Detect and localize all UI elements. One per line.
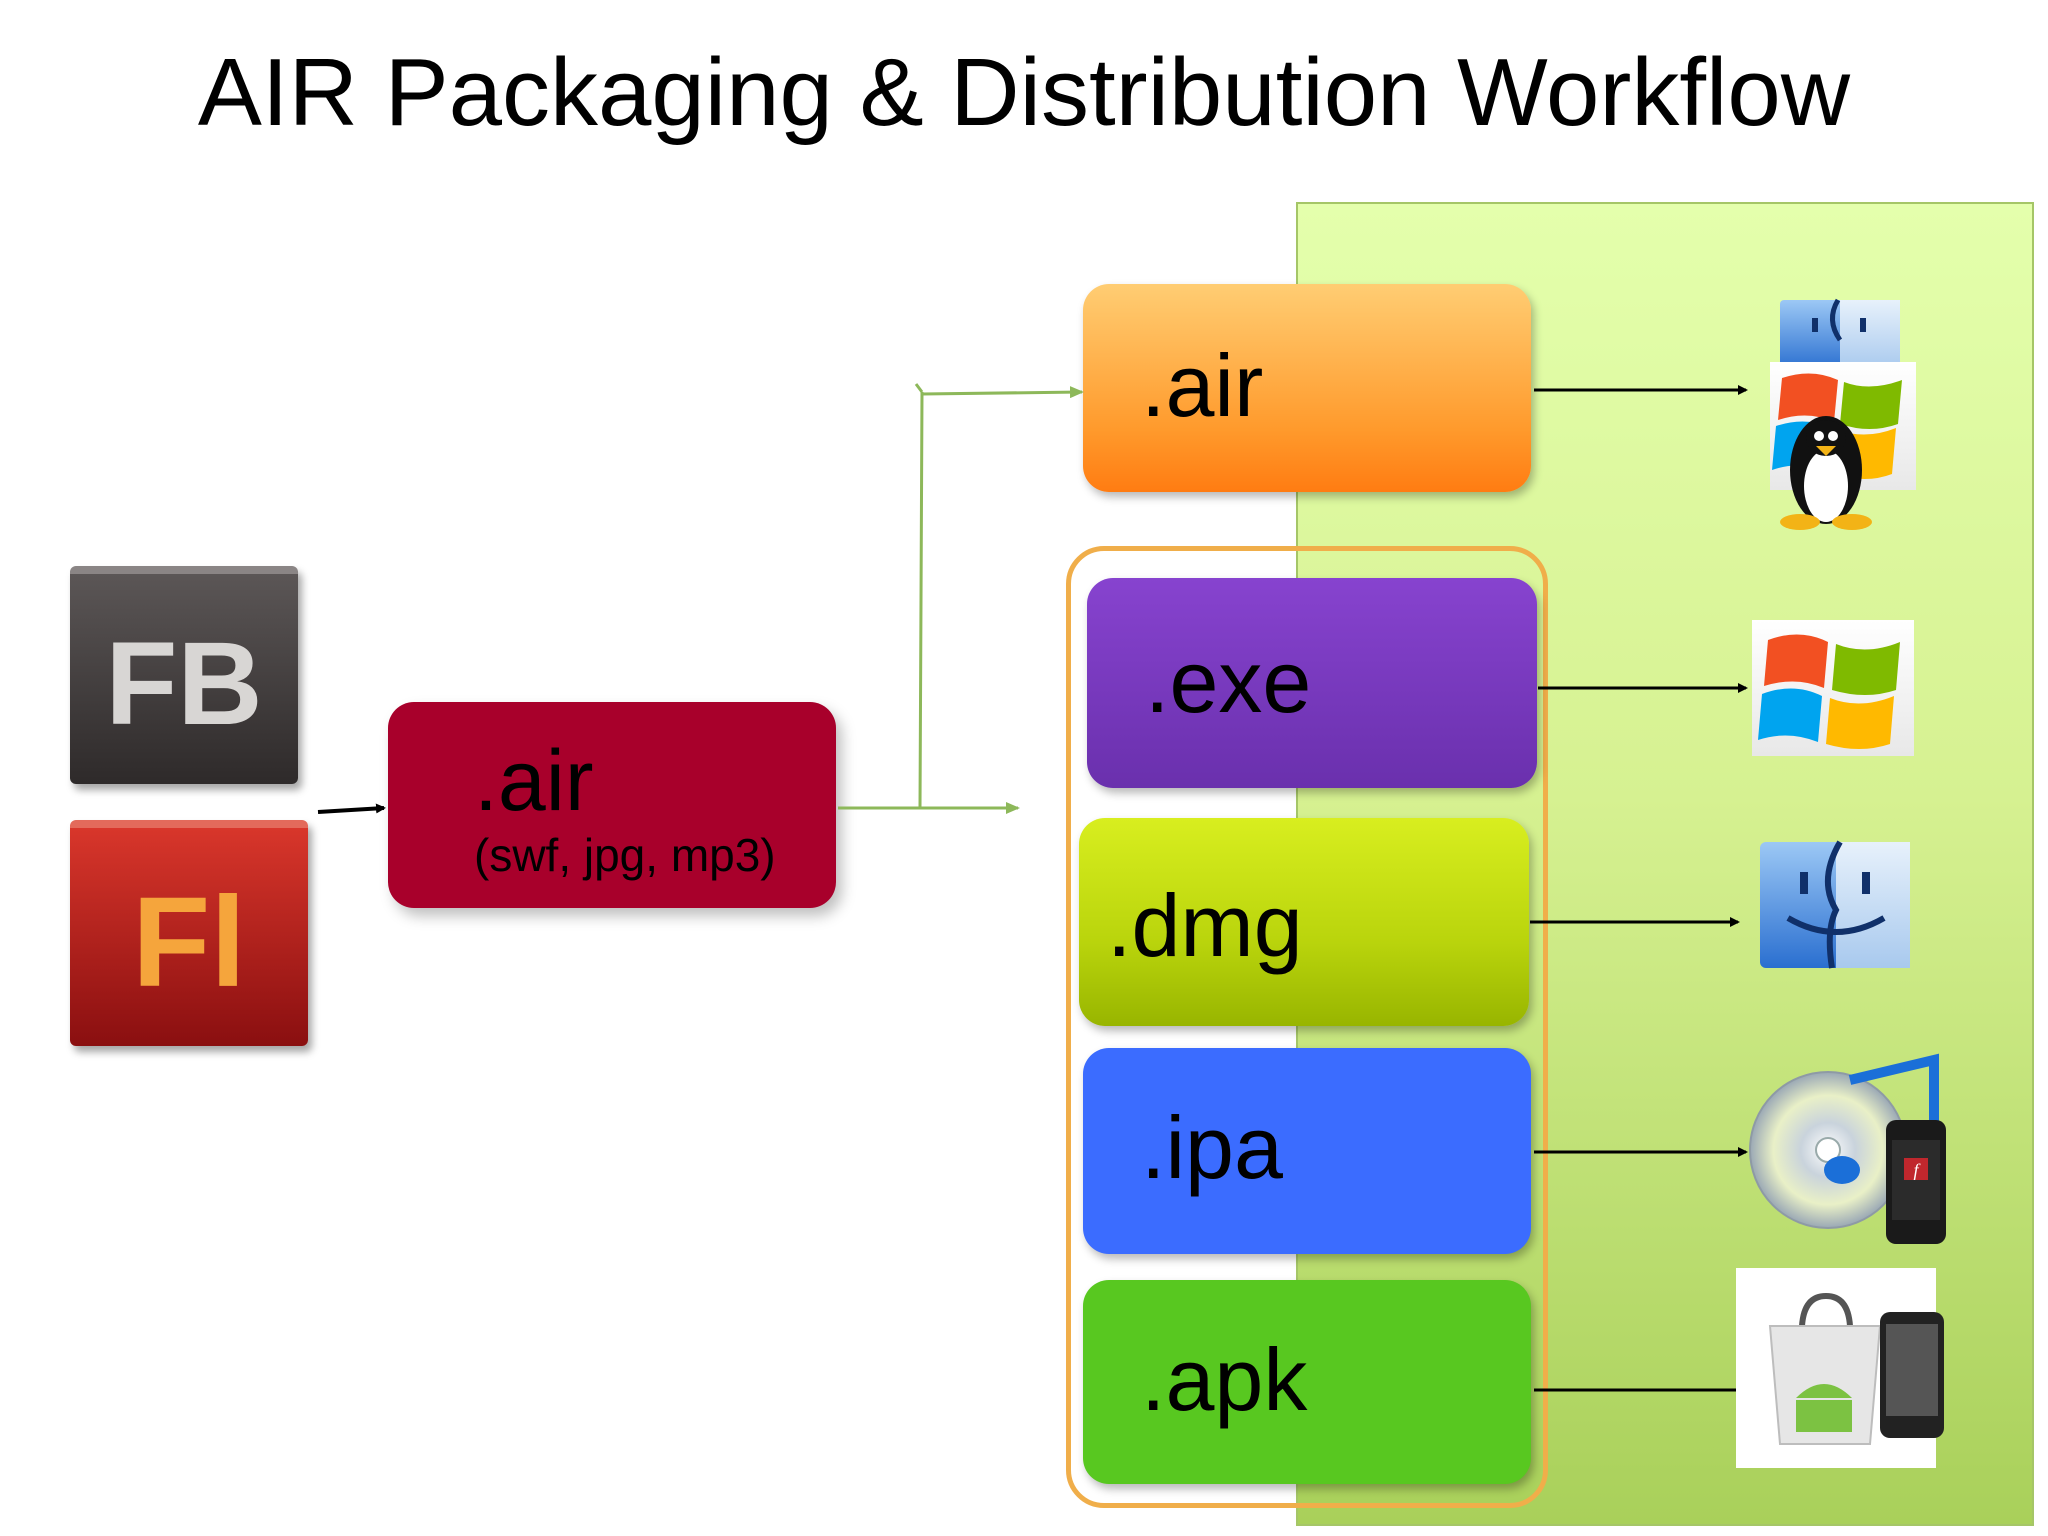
itunes-iphone-icon: f [1749, 1053, 1946, 1244]
flash-professional-icon: Fl [70, 820, 308, 1046]
flash-professional-glyph: Fl [132, 871, 246, 1014]
mac-finder-icon [1760, 840, 1910, 969]
mac-finder-icon [1780, 298, 1900, 370]
connector-split-arrow [914, 383, 924, 393]
android-market-icon [1736, 1268, 1944, 1468]
output-exe-label: .exe [1145, 632, 1312, 731]
svg-text:f: f [1913, 1160, 1921, 1180]
output-dmg-package: .dmg [1079, 818, 1529, 1026]
flash-builder-icon: FB [70, 566, 298, 784]
connector-to-air-arrow [921, 386, 1084, 399]
native-installers-group [1066, 546, 1548, 1508]
output-apk-package: .apk [1083, 1280, 1531, 1484]
page-title: AIR Packaging & Distribution Workflow [197, 39, 1851, 146]
source-air-contents: (swf, jpg, mp3) [474, 829, 776, 881]
flash-builder-letters: FB [105, 618, 262, 750]
output-ipa-label: .ipa [1141, 1098, 1283, 1197]
output-ipa-package: .ipa [1083, 1048, 1531, 1254]
source-to-outputs-connector [838, 391, 924, 810]
output-exe-package: .exe [1087, 578, 1537, 788]
tools-to-source-arrow [317, 803, 386, 814]
source-air-label: .air [474, 733, 594, 829]
output-air-package: .air [1083, 284, 1531, 492]
flash-professional-letters: Fl [132, 871, 246, 1014]
output-apk-label: .apk [1141, 1330, 1308, 1429]
output-air-label: .air [1141, 336, 1264, 435]
windows-icon [1752, 620, 1914, 756]
source-air-package: .air (swf, jpg, mp3) [388, 702, 836, 908]
linux-tux-icon [1780, 416, 1872, 530]
output-dmg-label: .dmg [1107, 876, 1303, 975]
flash-builder-glyph: FB [105, 618, 262, 750]
